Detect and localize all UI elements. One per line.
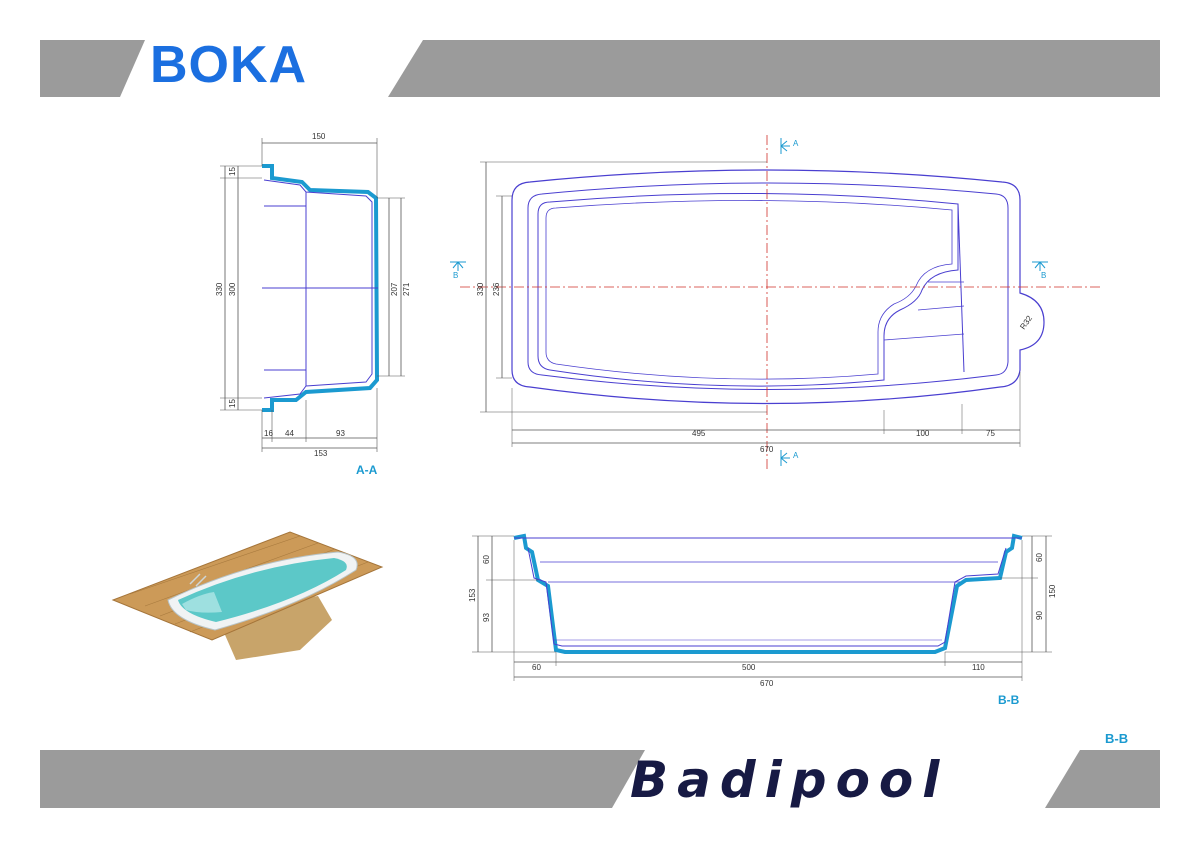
dim-aa-top-width: 150 xyxy=(312,132,326,141)
stray-section-label: B-B xyxy=(1105,731,1129,746)
marker-a-top-label: A xyxy=(793,139,799,148)
dim-plan-100: 100 xyxy=(916,429,930,438)
dim-bb-right-60: 60 xyxy=(1035,553,1044,562)
section-aa: 150 15 330 300 15 207 271 16 44 93 153 A… xyxy=(215,132,411,477)
section-bb-inner xyxy=(527,547,1007,647)
top-banner xyxy=(40,40,1160,97)
dim-plan-75: 75 xyxy=(986,429,995,438)
dim-bb-left-60: 60 xyxy=(482,555,491,564)
section-aa-inner xyxy=(263,179,373,399)
dim-plan-radius: R32 xyxy=(1018,314,1034,332)
dim-plan-495: 495 xyxy=(692,429,706,438)
section-marker-a-top: A xyxy=(780,138,799,154)
section-marker-a-bottom: A xyxy=(780,450,799,466)
plan-outer-rim xyxy=(511,169,1045,405)
plan-basin-inner xyxy=(545,200,953,380)
pool-3d-render xyxy=(111,531,384,660)
section-marker-b-left: B xyxy=(450,261,466,280)
render-pool-ladder xyxy=(189,573,207,587)
dim-aa-bottom-16: 16 xyxy=(264,429,273,438)
top-banner-right-bar xyxy=(388,40,1160,97)
render-pool-water xyxy=(178,558,347,622)
dim-bb-left-153: 153 xyxy=(468,588,477,602)
dim-bb-right-150: 150 xyxy=(1048,584,1057,598)
dim-aa-bottom-44: 44 xyxy=(285,429,294,438)
dim-aa-right-207: 207 xyxy=(390,282,399,296)
dim-aa-rim-top: 15 xyxy=(228,167,237,176)
dim-bb-bottom-110: 110 xyxy=(972,663,985,672)
plan-basin xyxy=(537,192,959,387)
section-aa-shell xyxy=(262,164,380,412)
plan-inner-rim xyxy=(527,182,1009,390)
section-bb-shell xyxy=(513,533,1023,654)
dim-aa-rim-bottom: 15 xyxy=(228,399,237,408)
render-pool-steps xyxy=(182,592,222,613)
marker-a-bottom-label: A xyxy=(793,451,799,460)
dim-bb-bottom-500: 500 xyxy=(742,663,756,672)
top-banner-left-bar xyxy=(40,40,145,97)
plan-step xyxy=(917,305,965,311)
page-title: BOKA xyxy=(150,36,308,94)
dim-aa-right-271: 271 xyxy=(402,282,411,296)
dim-aa-height-inner: 300 xyxy=(228,282,237,296)
section-bb: 153 60 93 60 150 90 60 500 110 670 B-B xyxy=(468,533,1057,707)
section-marker-b-right: B xyxy=(1032,261,1048,280)
dim-plan-height-inner: 236 xyxy=(492,282,501,296)
dim-plan-total: 670 xyxy=(760,445,774,454)
plan-step xyxy=(957,203,965,373)
bottom-banner xyxy=(40,750,1160,808)
marker-b-left-label: B xyxy=(453,271,458,280)
section-aa-label: A-A xyxy=(356,463,378,477)
plan-view: A A B B 330 236 R32 xyxy=(450,135,1100,470)
dim-bb-total: 670 xyxy=(760,679,774,688)
bottom-banner-right-bar xyxy=(1045,750,1160,808)
dim-bb-left-93: 93 xyxy=(482,613,491,622)
bottom-banner-left-bar xyxy=(40,750,645,808)
dim-aa-bottom-93: 93 xyxy=(336,429,345,438)
plan-step xyxy=(883,333,965,341)
section-bb-label: B-B xyxy=(998,693,1020,707)
dim-bb-bottom-60: 60 xyxy=(532,663,541,672)
dim-bb-right-90: 90 xyxy=(1035,611,1044,620)
dim-plan-height-outer: 330 xyxy=(476,282,485,296)
dim-aa-bottom-total: 153 xyxy=(314,449,328,458)
dim-aa-height-outer: 330 xyxy=(215,282,224,296)
brand-logo: Badipool xyxy=(630,751,949,809)
marker-b-right-label: B xyxy=(1041,271,1046,280)
